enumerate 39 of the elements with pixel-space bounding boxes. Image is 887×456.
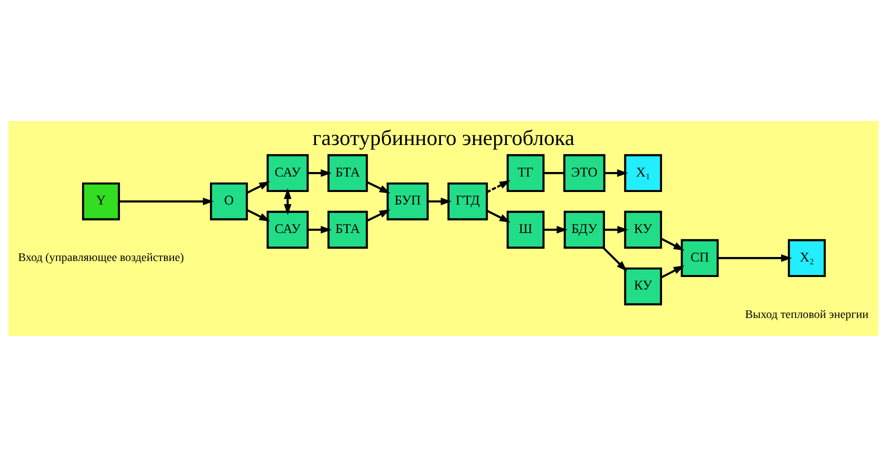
- arrow: [604, 225, 628, 234]
- node-box: САУ: [266, 154, 309, 192]
- node-box: БТА: [327, 154, 368, 192]
- diagram-title: газотурбинного энергоблока: [312, 126, 574, 150]
- arrow: [246, 180, 270, 194]
- node-box: БТА: [327, 210, 368, 248]
- node-box: САУ: [266, 210, 309, 248]
- arrow: [246, 208, 270, 221]
- node-box: О: [210, 182, 248, 220]
- arrow: [660, 237, 684, 250]
- node-box: ГТД: [447, 182, 488, 220]
- node-box: БДУ: [564, 210, 605, 248]
- node-box: Ш: [506, 210, 545, 248]
- arrow: [366, 208, 390, 222]
- node-box: КУ: [624, 266, 662, 305]
- node-box: СП: [680, 238, 719, 277]
- arrow: [308, 225, 332, 234]
- arrow: [119, 197, 214, 205]
- node-box: ЭТО: [563, 154, 606, 192]
- connector: [544, 172, 564, 174]
- node-box: X₁: [624, 154, 662, 192]
- node-box: Y: [82, 182, 120, 220]
- node-box: ТГ: [506, 154, 545, 192]
- arrow: [366, 180, 390, 193]
- arrow: [604, 168, 628, 176]
- arrow: [428, 197, 452, 205]
- arrow: [660, 265, 684, 278]
- node-label: Вход (управляющее воздействие): [18, 250, 184, 264]
- arrow: [486, 180, 510, 193]
- arrow: [718, 254, 792, 262]
- node-label: Выход тепловой энергии: [745, 307, 869, 320]
- arrow: [486, 209, 510, 222]
- arrow: [308, 168, 332, 176]
- arrow: [602, 246, 628, 271]
- node-box: КУ: [624, 210, 662, 248]
- node-box: X₂: [788, 238, 826, 277]
- node-box: БУП: [386, 182, 429, 220]
- arrow: [544, 225, 568, 234]
- arrow: [284, 188, 292, 214]
